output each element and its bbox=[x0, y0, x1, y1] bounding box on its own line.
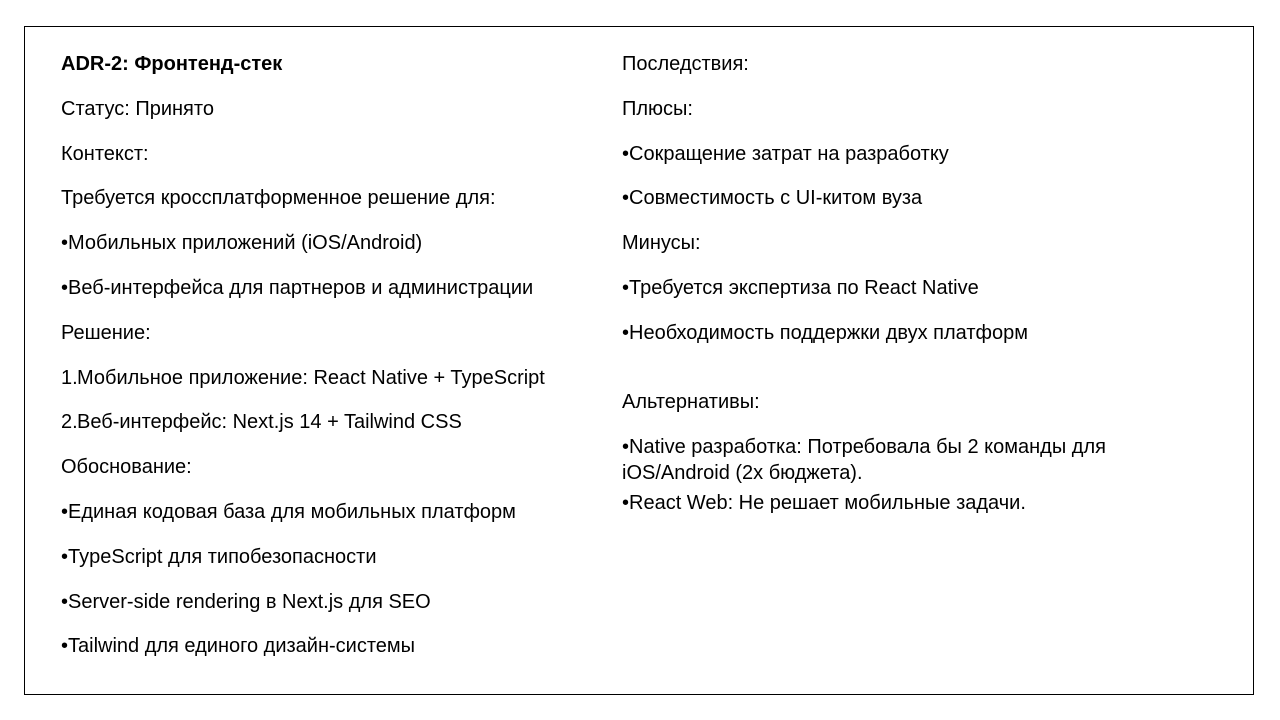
alternative-react-web: •React Web: Не решает мобильные задачи. bbox=[622, 492, 1026, 514]
decision-item-2: 2.Веб-интерфейс: Next.js 14 + Tailwind C… bbox=[61, 409, 462, 435]
rationale-item-ssr: •Server-side rendering в Next.js для SEO bbox=[61, 591, 431, 613]
adr-title: ADR-2: Фронтенд-стек bbox=[61, 53, 283, 75]
alternative-native-line: iOS/Android (2x бюджета). bbox=[622, 462, 863, 484]
consequences-heading: Последствия: bbox=[622, 53, 749, 75]
content-frame bbox=[24, 26, 1254, 695]
pros-item-cost: •Сокращение затрат на разработку bbox=[622, 143, 949, 165]
alternatives-heading: Альтернативы: bbox=[622, 391, 760, 413]
decision-item-1: 1.Мобильное приложение: React Native + T… bbox=[61, 365, 545, 391]
context-item-web: •Веб-интерфейса для партнеров и админист… bbox=[61, 277, 534, 299]
context-heading: Контекст: bbox=[61, 143, 149, 165]
decision-item-text: Веб-интерфейс: Next.js 14 + Tailwind CSS bbox=[77, 411, 462, 433]
rationale-heading: Обоснование: bbox=[61, 456, 192, 478]
alternative-native: •Native разработка: Потребовала бы 2 ком… bbox=[622, 434, 1222, 486]
alternative-native-line: •Native разработка: Потребовала бы 2 ком… bbox=[622, 436, 1106, 458]
rationale-item-typescript: •TypeScript для типобезопасности bbox=[61, 546, 377, 568]
pros-item-ui-kit: •Совместимость с UI-китом вуза bbox=[622, 187, 923, 209]
pros-heading: Плюсы: bbox=[622, 98, 693, 120]
cons-item-expertise: •Требуется экспертиза по React Native bbox=[622, 277, 979, 299]
cons-heading: Минусы: bbox=[622, 232, 701, 254]
status-line: Статус: Принято bbox=[61, 98, 214, 120]
rationale-item-tailwind: •Tailwind для единого дизайн-системы bbox=[61, 635, 416, 657]
rationale-item-codebase: •Единая кодовая база для мобильных платф… bbox=[61, 501, 516, 523]
decision-item-text: Мобильное приложение: React Native + Typ… bbox=[77, 367, 545, 389]
context-item-mobile: •Мобильных приложений (iOS/Android) bbox=[61, 232, 423, 254]
decision-heading: Решение: bbox=[61, 322, 151, 344]
decision-item-number: 1. bbox=[61, 367, 78, 389]
cons-item-two-platforms: •Необходимость поддержки двух платформ bbox=[622, 322, 1028, 344]
context-intro: Требуется кроссплатформенное решение для… bbox=[61, 187, 496, 209]
decision-item-number: 2. bbox=[61, 411, 78, 433]
